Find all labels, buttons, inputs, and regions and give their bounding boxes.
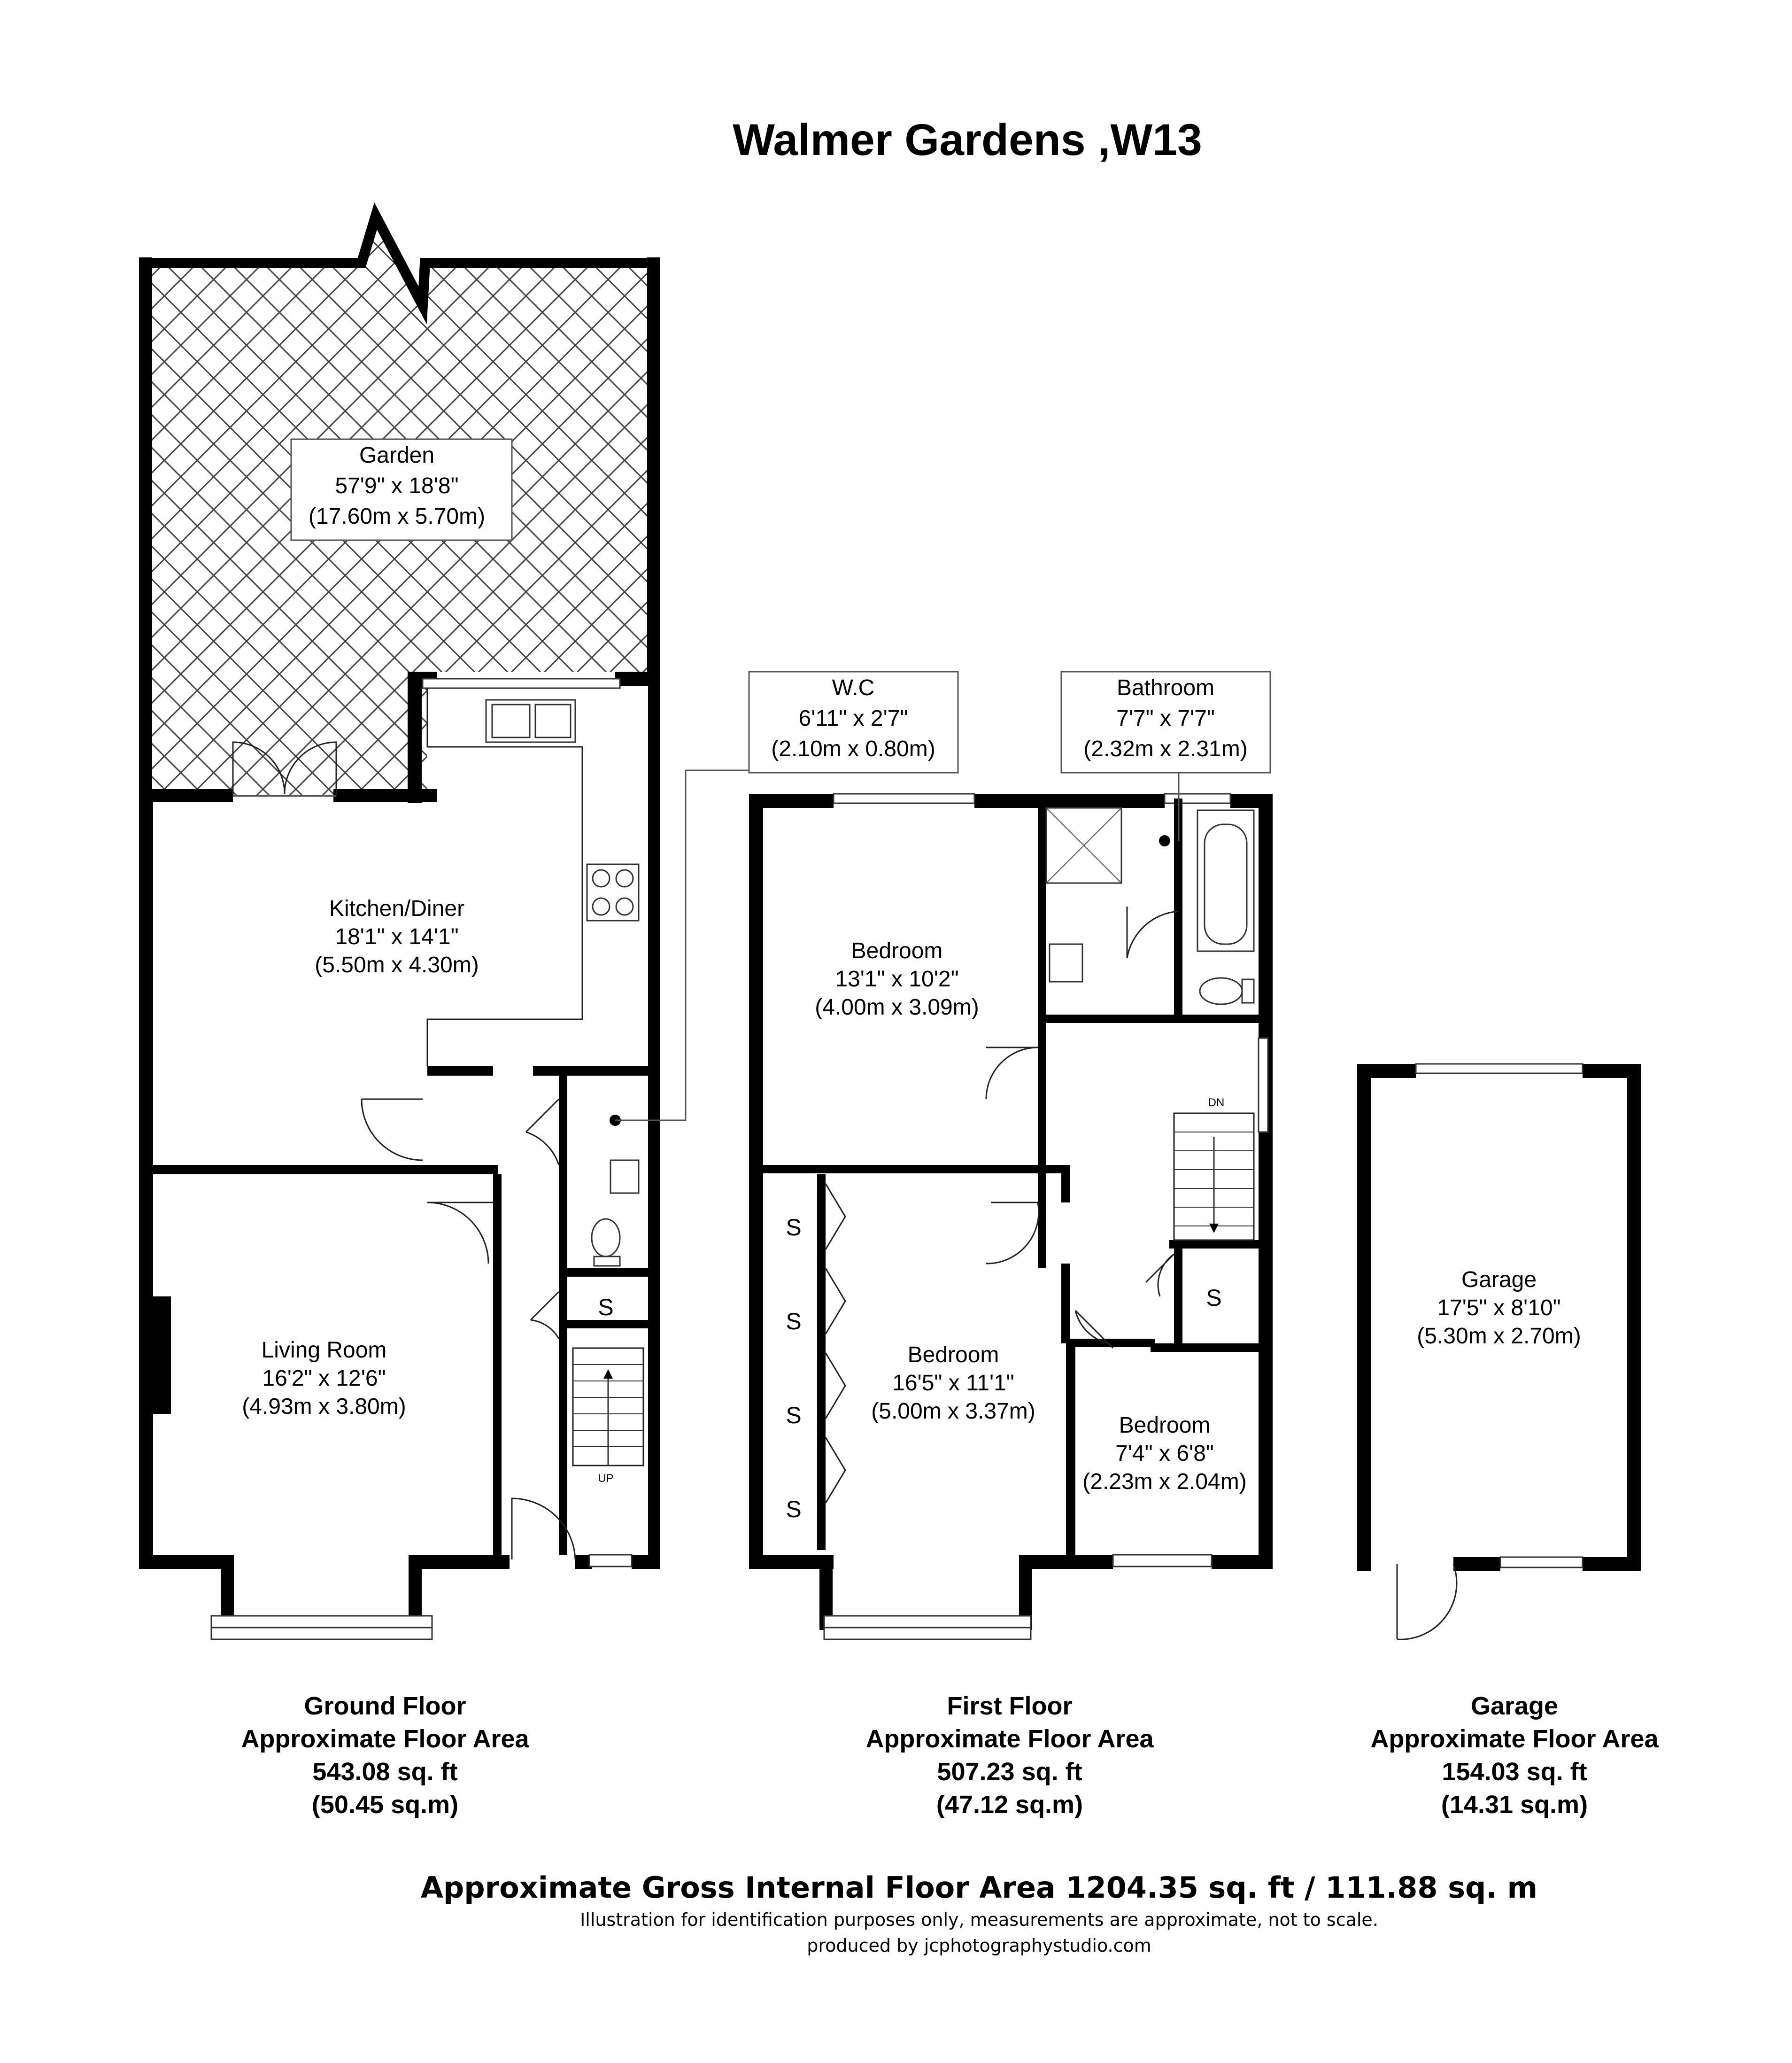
bedroom1-door[interactable]	[985, 1047, 1038, 1100]
svg-text:Approximate Floor Area: Approximate Floor Area	[865, 1725, 1154, 1753]
svg-text:7'7" x 7'7": 7'7" x 7'7"	[1116, 706, 1215, 731]
bathroom-callout: Bathroom 7'7" x 7'7" (2.32m x 2.31m)	[1060, 671, 1271, 841]
svg-text:(5.50m x 4.30m): (5.50m x 4.30m)	[315, 953, 479, 977]
svg-text:S: S	[786, 1402, 801, 1428]
svg-text:Kitchen/Diner: Kitchen/Diner	[329, 896, 464, 921]
svg-text:16'5" x 11'1": 16'5" x 11'1"	[892, 1371, 1014, 1396]
svg-text:Garage: Garage	[1461, 1267, 1537, 1292]
svg-text:7'4" x 6'8": 7'4" x 6'8"	[1115, 1441, 1214, 1466]
living-room-door[interactable]	[427, 1202, 493, 1264]
svg-text:(14.31 sq.m): (14.31 sq.m)	[1441, 1791, 1588, 1819]
landing-storage-marker: S	[1206, 1285, 1221, 1311]
svg-text:57'9" x 18'8": 57'9" x 18'8"	[335, 473, 458, 498]
svg-text:(4.93m x 3.80m): (4.93m x 3.80m)	[242, 1394, 406, 1419]
svg-text:Bathroom: Bathroom	[1117, 675, 1214, 700]
wc-callout: W.C 6'11" x 2'7" (2.10m x 0.80m)	[615, 671, 959, 1121]
stairs-up-label: UP	[598, 1472, 613, 1485]
gross-area: Approximate Gross Internal Floor Area 12…	[421, 1870, 1537, 1905]
garage-side-door[interactable]	[1396, 1564, 1458, 1640]
svg-text:Approximate Floor Area: Approximate Floor Area	[1370, 1725, 1659, 1753]
svg-text:13'1" x 10'2": 13'1" x 10'2"	[835, 967, 958, 992]
svg-text:(2.23m x 2.04m): (2.23m x 2.04m)	[1082, 1469, 1246, 1494]
svg-text:Bedroom: Bedroom	[1119, 1413, 1211, 1438]
garage-label: Garage 17'5" x 8'10" (5.30m x 2.70m)	[1417, 1267, 1581, 1349]
ground-stairs	[572, 1347, 644, 1567]
svg-text:S: S	[786, 1308, 801, 1334]
svg-text:Approximate Floor Area: Approximate Floor Area	[241, 1725, 529, 1753]
svg-text:First Floor: First Floor	[947, 1692, 1073, 1720]
living-room-label: Living Room 16'2" x 12'6" (4.93m x 3.80m…	[242, 1338, 406, 1419]
svg-text:Bedroom: Bedroom	[908, 1342, 999, 1367]
svg-text:(17.60m x 5.70m): (17.60m x 5.70m)	[309, 504, 485, 529]
plan-title: Walmer Gardens ,W13	[733, 115, 1202, 165]
bedroom2-door[interactable]	[986, 1202, 1040, 1264]
disclaimer: Illustration for identification purposes…	[580, 1909, 1378, 1930]
garage-plan: Garage 17'5" x 8'10" (5.30m x 2.70m)	[1357, 1063, 1641, 1640]
svg-text:S: S	[786, 1496, 801, 1522]
svg-text:Garden: Garden	[359, 443, 434, 468]
svg-text:(4.00m x 3.09m): (4.00m x 3.09m)	[815, 995, 979, 1020]
garage-summary: Garage Approximate Floor Area 154.03 sq.…	[1370, 1692, 1659, 1819]
svg-text:(47.12 sq.m): (47.12 sq.m)	[936, 1791, 1083, 1819]
ground-floor-plan: Garden 57'9" x 18'8" (17.60m x 5.70m) Ki…	[139, 202, 660, 1640]
storage-marker: S	[598, 1294, 613, 1320]
first-floor-plan: S S S S	[749, 793, 1273, 1640]
kitchen-label: Kitchen/Diner 18'1" x 14'1" (5.50m x 4.3…	[315, 896, 479, 977]
svg-text:(2.32m x 2.31m): (2.32m x 2.31m)	[1083, 737, 1247, 761]
bathroom-door[interactable]	[1126, 907, 1179, 959]
svg-text:6'11" x 2'7": 6'11" x 2'7"	[799, 706, 908, 731]
svg-text:17'5" x 8'10": 17'5" x 8'10"	[1437, 1295, 1560, 1320]
bedroom3-door[interactable]	[1074, 1310, 1114, 1349]
first-stairs: DN	[1173, 1096, 1255, 1241]
front-door[interactable]	[511, 1497, 576, 1560]
bedroom1-label: Bedroom 13'1" x 10'2" (4.00m x 3.09m)	[815, 938, 979, 1020]
bedroom3-label: Bedroom 7'4" x 6'8" (2.23m x 2.04m)	[1082, 1413, 1246, 1494]
ground-floor-summary: Ground Floor Approximate Floor Area 543.…	[241, 1692, 529, 1819]
storage-door[interactable]	[530, 1291, 560, 1339]
svg-text:16'2" x 12'6": 16'2" x 12'6"	[262, 1366, 386, 1391]
svg-text:507.23 sq. ft: 507.23 sq. ft	[937, 1758, 1082, 1786]
svg-text:S: S	[786, 1214, 801, 1241]
svg-text:(50.45 sq.m): (50.45 sq.m)	[312, 1791, 458, 1819]
credit: produced by jcphotographystudio.com	[807, 1935, 1151, 1956]
bathroom-fixtures	[1045, 807, 1255, 1005]
svg-text:154.03 sq. ft: 154.03 sq. ft	[1442, 1758, 1587, 1786]
first-floor-summary: First Floor Approximate Floor Area 507.2…	[865, 1692, 1154, 1819]
svg-text:(5.30m x 2.70m): (5.30m x 2.70m)	[1417, 1324, 1581, 1349]
french-doors[interactable]	[232, 741, 337, 796]
svg-text:(5.00m x 3.37m): (5.00m x 3.37m)	[871, 1399, 1035, 1424]
svg-text:543.08 sq. ft: 543.08 sq. ft	[312, 1758, 457, 1786]
svg-text:Bedroom: Bedroom	[851, 938, 943, 963]
wc-door[interactable]	[525, 1098, 560, 1165]
kitchen-counter	[422, 678, 640, 1066]
storage-door[interactable]	[1145, 1253, 1175, 1297]
svg-text:Living Room: Living Room	[262, 1338, 387, 1363]
svg-text:Ground Floor: Ground Floor	[304, 1692, 466, 1720]
svg-text:Garage: Garage	[1471, 1692, 1558, 1720]
garden-label: Garden 57'9" x 18'8" (17.60m x 5.70m)	[290, 438, 513, 541]
kitchen-hall-door[interactable]	[361, 1098, 423, 1161]
svg-text:W.C: W.C	[832, 675, 875, 700]
stairs-down-label: DN	[1208, 1096, 1225, 1109]
svg-text:18'1" x 14'1": 18'1" x 14'1"	[335, 924, 458, 949]
bedroom2-label: Bedroom 16'5" x 11'1" (5.00m x 3.37m)	[871, 1342, 1035, 1424]
svg-text:(2.10m x 0.80m): (2.10m x 0.80m)	[771, 737, 935, 761]
wardrobes: S S S S	[786, 1174, 846, 1550]
